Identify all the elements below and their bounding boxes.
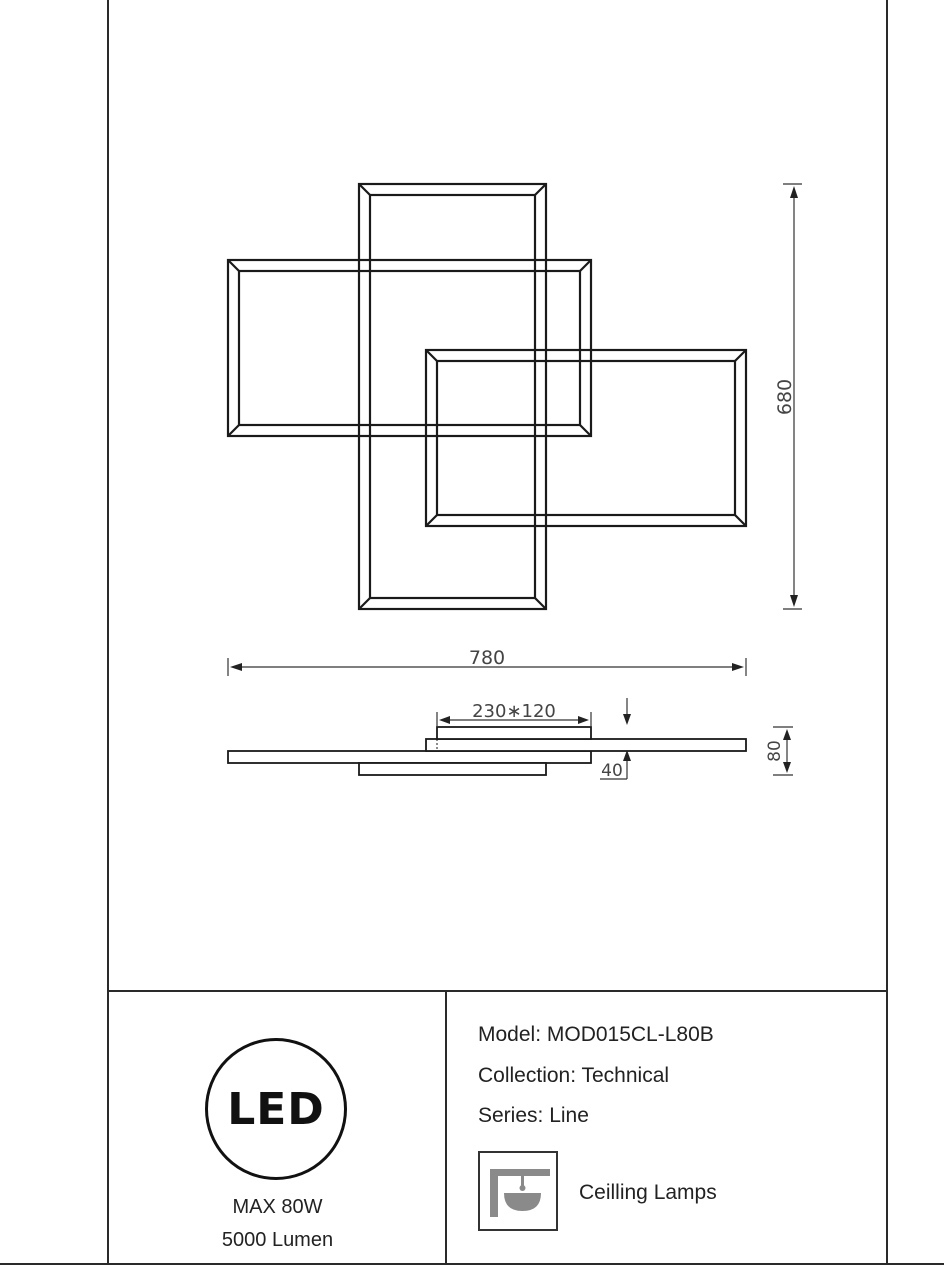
base-dimension xyxy=(436,712,592,727)
width-arrow-right xyxy=(732,663,744,671)
frame-panel-divider xyxy=(445,990,447,1265)
left-frame xyxy=(226,258,593,438)
profile-height-arrow-bottom xyxy=(783,762,791,773)
product-info-panel: Model: MOD015CL-L80B Collection: Technic… xyxy=(447,993,887,1263)
profile-height-label: 80 xyxy=(765,740,785,762)
height-arrow-bottom xyxy=(790,595,798,607)
base-arrow-right xyxy=(578,716,589,724)
thickness-dimension-label: 40 xyxy=(601,761,623,781)
base-arrow-left xyxy=(439,716,450,724)
led-spec-panel: LED MAX 80W 5000 Lumen xyxy=(110,993,445,1263)
width-dimension xyxy=(227,658,747,676)
thickness-arrow-top xyxy=(623,714,631,725)
frame-title-divider xyxy=(107,990,888,992)
lumen-output: 5000 Lumen xyxy=(221,1229,334,1251)
side-profile xyxy=(227,726,747,776)
profile-height-arrow-top xyxy=(783,729,791,740)
height-arrow-top xyxy=(790,186,798,198)
led-badge-text: LED xyxy=(227,1083,325,1135)
frame-right-border xyxy=(886,0,888,1265)
frame-left-border xyxy=(107,0,109,1265)
frame-bottom-border xyxy=(0,1263,944,1265)
led-badge: LED xyxy=(205,1038,347,1180)
max-power: MAX 80W xyxy=(232,1196,323,1218)
height-dimension-label: 680 xyxy=(774,379,796,415)
width-arrow-left xyxy=(230,663,242,671)
ceiling-lamp-icon xyxy=(478,1151,558,1231)
right-frame xyxy=(424,348,748,528)
height-dimension xyxy=(783,183,802,610)
collection-line: Collection: Technical xyxy=(478,1064,670,1087)
vertical-frame xyxy=(357,182,548,611)
thickness-arrow-bottom xyxy=(623,750,631,761)
category-label: Ceilling Lamps xyxy=(579,1181,717,1204)
series-line: Series: Line xyxy=(478,1104,589,1127)
model-line: Model: MOD015CL-L80B xyxy=(478,1023,714,1046)
technical-drawing: 680 780 230∗120 xyxy=(226,182,802,781)
width-dimension-label: 780 xyxy=(469,647,505,669)
base-dimension-label: 230∗120 xyxy=(472,701,556,722)
